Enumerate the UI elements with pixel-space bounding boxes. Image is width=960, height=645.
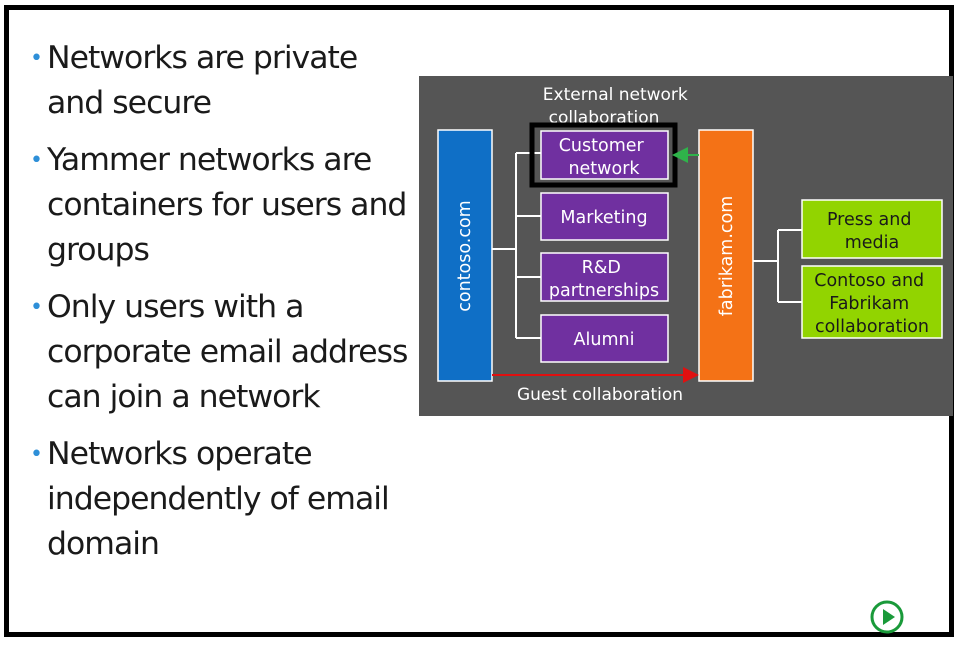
contoso-fabrikam-box xyxy=(801,265,943,339)
press-media-label: Press and media xyxy=(827,210,917,253)
rd-partnerships-label: R&D partnerships xyxy=(549,258,659,301)
bullet-dot-icon: • xyxy=(30,46,43,71)
bullet-item: •Networks are private and secure xyxy=(30,36,410,126)
marketing-label: Marketing xyxy=(560,208,647,228)
contoso-label: contoso.com xyxy=(455,200,475,311)
rd-partnerships-box xyxy=(540,252,669,302)
fabrikam-connectors xyxy=(753,229,802,303)
bullet-text: Networks operate independently of email … xyxy=(47,436,390,562)
bullet-item: •Yammer networks are containers for user… xyxy=(30,138,410,273)
press-media-box xyxy=(801,199,943,259)
customer-network-box xyxy=(540,130,669,180)
customer-network-label: Customer network xyxy=(559,136,650,179)
bullet-dot-icon: • xyxy=(30,442,43,467)
guest-collaboration-label: Guest collaboration xyxy=(517,385,683,405)
bullet-text: Networks are private and secure xyxy=(47,40,358,121)
bullet-list: •Networks are private and secure •Yammer… xyxy=(30,36,410,579)
play-icon[interactable] xyxy=(870,600,904,634)
marketing-box xyxy=(540,192,669,241)
alumni-label: Alumni xyxy=(574,330,635,350)
bullet-text: Yammer networks are containers for users… xyxy=(47,142,407,268)
bullet-dot-icon: • xyxy=(30,295,43,320)
contoso-connectors xyxy=(492,152,541,339)
bullet-item: •Only users with a corporate email addre… xyxy=(30,285,410,420)
bullet-item: •Networks operate independently of email… xyxy=(30,432,410,567)
bullet-dot-icon: • xyxy=(30,148,43,173)
alumni-box xyxy=(540,314,669,363)
contoso-box xyxy=(437,129,493,382)
fabrikam-label: fabrikam.com xyxy=(717,196,737,317)
bullet-text: Only users with a corporate email addres… xyxy=(47,289,408,415)
fabrikam-box xyxy=(698,129,754,382)
contoso-fabrikam-label: Contoso and Fabrikam collaboration xyxy=(814,271,929,337)
